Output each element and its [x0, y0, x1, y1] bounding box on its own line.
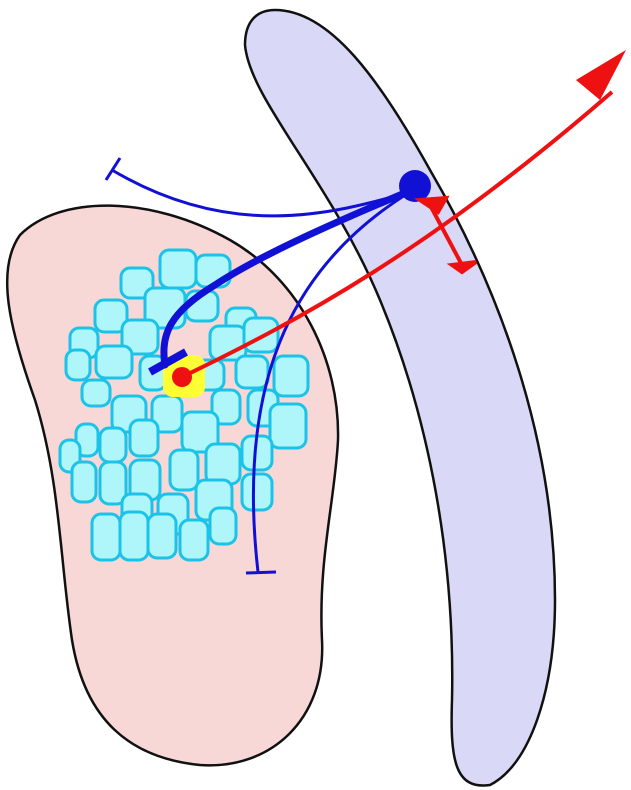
cell: [130, 420, 158, 456]
cell: [96, 346, 132, 378]
cell: [180, 520, 208, 560]
cell: [206, 444, 240, 484]
cell: [92, 514, 120, 560]
red-dot-icon: [172, 367, 192, 387]
cell: [148, 514, 176, 558]
cell: [100, 428, 126, 462]
cell: [170, 450, 198, 490]
t-bar-icon-top: [106, 158, 120, 180]
cell: [66, 350, 90, 380]
arrowhead-icon: [576, 50, 626, 100]
cell: [160, 250, 196, 288]
cell: [236, 356, 268, 388]
cell: [274, 356, 308, 396]
cell: [210, 508, 236, 544]
blue-dot-icon: [399, 170, 431, 202]
t-bar-icon-bottom: [246, 572, 276, 573]
cell: [72, 462, 96, 502]
cell: [120, 512, 148, 560]
cell: [82, 380, 110, 406]
cell: [242, 474, 272, 510]
cell: [270, 404, 306, 448]
